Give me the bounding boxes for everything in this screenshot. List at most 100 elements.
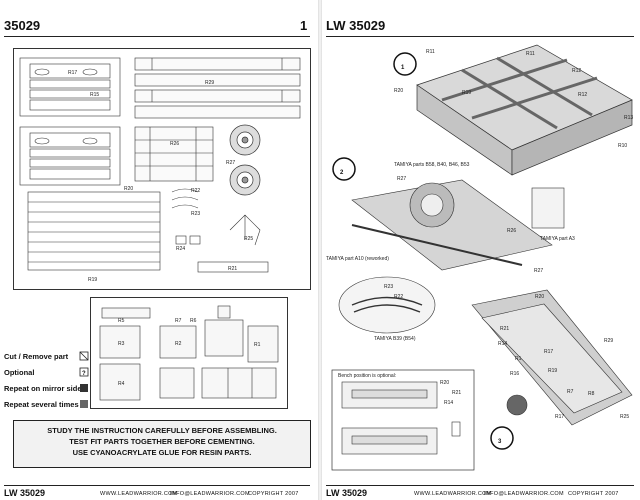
bench-label-1: R21 bbox=[452, 390, 461, 396]
s2-a10: TAMIYA part A10 (reworked) bbox=[326, 256, 389, 262]
s1-label-0: R11 bbox=[426, 49, 435, 55]
s1-label-5: R20 bbox=[394, 88, 403, 94]
step-number-circles bbox=[332, 52, 514, 450]
s3-label-7: R19 bbox=[548, 368, 557, 374]
s1-label-6: R13 bbox=[624, 115, 633, 121]
label-r26: R26 bbox=[170, 141, 179, 147]
s2-a3: TAMIYA part A3 bbox=[540, 236, 575, 242]
label-r17: R17 bbox=[68, 70, 77, 76]
s3-label-11: R25 bbox=[620, 414, 629, 420]
notice-line-3: USE CYANOACRYLATE GLUE FOR RESIN PARTS. bbox=[72, 448, 252, 457]
left-page-number: 1 bbox=[300, 18, 308, 33]
wheel-parts-r27 bbox=[229, 124, 261, 196]
label-r6: R6 bbox=[190, 318, 197, 324]
bed-floor-sheet-r19 bbox=[27, 191, 161, 271]
step-1-number: 1 bbox=[401, 65, 405, 71]
step-3-trailer-bed bbox=[471, 289, 633, 426]
legend-repeat-several: Repeat several times bbox=[4, 400, 79, 409]
assembly-steps-drawing: 1 2 3 R11 R11 R12 R12 R19 R20 R13 R10 TA… bbox=[326, 44, 633, 471]
header-rule bbox=[4, 36, 310, 37]
label-r2: R2 bbox=[175, 341, 182, 347]
chassis-part-sheet-2 bbox=[19, 126, 121, 186]
label-r3: R3 bbox=[118, 341, 125, 347]
s3-label-10: R17 bbox=[555, 414, 564, 420]
side-board-parts-r26 bbox=[134, 126, 214, 182]
footer-rule bbox=[4, 485, 310, 486]
chassis-part-sheet-1 bbox=[19, 57, 121, 117]
s2-r27: R27 bbox=[397, 176, 406, 182]
s2-r22: R22 bbox=[394, 294, 403, 300]
s3-label-9: R8 bbox=[588, 391, 595, 397]
right-header-rule bbox=[326, 36, 634, 37]
label-r27: R27 bbox=[226, 160, 235, 166]
parts-layout-drawing: R29 R26 R27 R22 R23 R24 R25 R21 R19 R17 … bbox=[19, 57, 301, 283]
label-r24: R24 bbox=[176, 246, 185, 252]
assembly-sheet-frame bbox=[90, 297, 288, 409]
left-footer-website: WWW.LEADWARRIOR.COM bbox=[100, 491, 178, 497]
left-footer-code: LW 35029 bbox=[4, 488, 46, 498]
step-2-chassis-assembly bbox=[351, 179, 565, 271]
right-page: LW 35029 bbox=[322, 0, 640, 500]
label-r1: R1 bbox=[254, 342, 261, 348]
label-r25: R25 bbox=[244, 236, 253, 242]
left-footer-copyright: COPYRIGHT 2007 bbox=[248, 491, 299, 497]
label-r15: R15 bbox=[90, 92, 99, 98]
small-parts-r22-r25 bbox=[171, 188, 269, 273]
label-r23: R23 bbox=[191, 211, 200, 217]
svg-text:?: ? bbox=[82, 371, 86, 377]
bench-label-0: R20 bbox=[440, 380, 449, 386]
s1-label-2: R12 bbox=[572, 68, 581, 74]
s3-label-4: R16 bbox=[510, 371, 519, 377]
s3-label-2: R14 bbox=[498, 341, 507, 347]
bench-note: Bench position is optional: bbox=[338, 373, 396, 379]
right-footer-rule bbox=[326, 485, 634, 486]
label-r20: R20 bbox=[124, 186, 133, 192]
legend-repeat-mirror: Repeat on mirror side bbox=[4, 384, 82, 393]
s2-b39: TAMIYA B39 (B54) bbox=[374, 336, 416, 342]
parts-sheet-frame bbox=[13, 48, 311, 290]
right-footer-email: INFO@LEADWARRIOR.COM bbox=[484, 491, 564, 497]
s2-r26: R26 bbox=[507, 228, 516, 234]
right-footer-website: WWW.LEADWARRIOR.COM bbox=[414, 491, 492, 497]
legend-cut-remove: Cut / Remove part bbox=[4, 352, 69, 361]
label-r29: R29 bbox=[205, 80, 214, 86]
s3-label-8: R7 bbox=[567, 389, 574, 395]
left-footer-email: INFO@LEADWARRIOR.COM bbox=[170, 491, 250, 497]
bench-label-2: R14 bbox=[444, 400, 453, 406]
s3-label-0: R20 bbox=[535, 294, 544, 300]
assembly-notice-box: STUDY THE INSTRUCTION CAREFULLY BEFORE A… bbox=[13, 420, 311, 468]
s2-r27b: R27 bbox=[534, 268, 543, 274]
left-page: 35029 1 bbox=[0, 0, 318, 500]
s2-tamiya-parts: TAMIYA parts B58, B40, B46, B53 bbox=[394, 162, 470, 168]
right-footer-code: LW 35029 bbox=[326, 488, 368, 498]
s3-label-6: R29 bbox=[604, 338, 613, 344]
step-1-box-assembly bbox=[416, 44, 633, 176]
label-r22: R22 bbox=[191, 188, 200, 194]
legend-optional: Optional bbox=[4, 368, 35, 377]
s1-label-1: R11 bbox=[526, 51, 535, 57]
step-3-number: 3 bbox=[498, 439, 502, 445]
notice-line-2: TEST FIT PARTS TOGETHER BEFORE CEMENTING… bbox=[69, 437, 255, 446]
legend-symbols: ? bbox=[79, 351, 89, 408]
s3-label-3: R1 bbox=[515, 356, 522, 362]
page-gutter bbox=[318, 0, 322, 500]
step-2-spring-detail bbox=[338, 276, 436, 334]
s1-label-7: R10 bbox=[618, 143, 627, 149]
step-2-number: 2 bbox=[340, 170, 344, 176]
right-page-code: LW 35029 bbox=[326, 18, 386, 33]
label-r21: R21 bbox=[228, 266, 237, 272]
label-r19: R19 bbox=[88, 277, 97, 283]
bench-detail-frame bbox=[331, 369, 475, 471]
plank-parts-r29 bbox=[134, 57, 301, 119]
label-r7: R7 bbox=[175, 318, 182, 324]
s3-label-1: R21 bbox=[500, 326, 509, 332]
s3-label-5: R17 bbox=[544, 349, 553, 355]
notice-line-1: STUDY THE INSTRUCTION CAREFULLY BEFORE A… bbox=[47, 426, 277, 435]
left-page-code: 35029 bbox=[4, 18, 41, 33]
label-r4: R4 bbox=[118, 381, 125, 387]
s1-label-3: R12 bbox=[578, 92, 587, 98]
label-r5: R5 bbox=[118, 318, 125, 324]
s2-r23: R23 bbox=[384, 284, 393, 290]
box-parts-drawing: R3 R2 R1 R4 R5 R7 R6 bbox=[99, 305, 279, 401]
right-footer-copyright: COPYRIGHT 2007 bbox=[568, 491, 619, 497]
